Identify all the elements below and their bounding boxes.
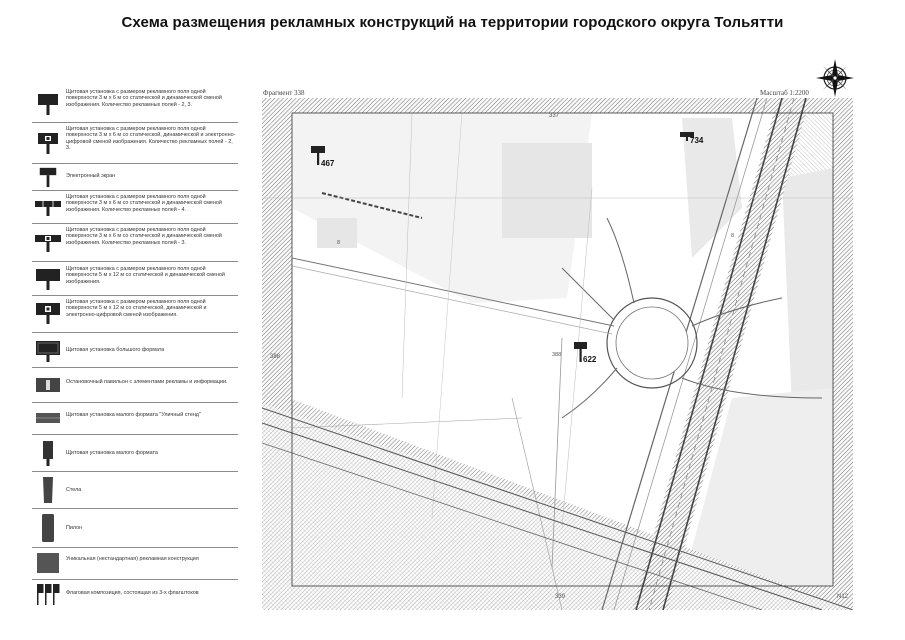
legend-label: Щитовая установка большого формата — [66, 347, 165, 353]
billboard-large-digital-icon — [36, 303, 60, 324]
legend-label: Щитовая установка с размером рекламного … — [66, 126, 236, 151]
zone-area — [682, 118, 742, 258]
edge-label-left: 388 — [270, 354, 281, 360]
legend-item: Щитовая установка с размером рекламного … — [32, 262, 238, 296]
highway — [632, 98, 810, 610]
electronic-screen-icon — [39, 167, 57, 188]
pylon-icon — [42, 514, 54, 542]
billboard-quad-digital-icon — [35, 235, 61, 252]
legend-item: Щитовая установка с размером рекламного … — [32, 224, 238, 262]
marker-number: 467 — [321, 159, 335, 168]
legend-label: Щитовая установка с размером рекламного … — [66, 194, 222, 213]
ad-marker-734[interactable]: 734 — [680, 132, 704, 145]
map-canvas[interactable]: 337 388 339 N12 8 8 388 467 734 622 — [262, 98, 853, 610]
map-drawing: 337 388 339 N12 8 8 388 467 734 622 — [262, 98, 853, 610]
legend-label: Щитовая установка с размером рекламного … — [66, 266, 225, 285]
zone-area — [782, 168, 833, 408]
edge-label-right: N12 — [837, 594, 849, 600]
large-format-icon — [36, 341, 60, 362]
legend-label: Остановочный павильон с элементами рекла… — [66, 379, 228, 385]
page-title: Схема размещения рекламных конструкций н… — [121, 14, 784, 31]
parcel-label: 388 — [552, 352, 561, 358]
legend-label: Щитовая установка с размером рекламного … — [66, 299, 207, 318]
legend-item: Пилон — [32, 509, 238, 548]
legend-label: Уникальная (нестандартная) рекламная кон… — [66, 556, 199, 562]
ad-marker-467[interactable]: 467 — [311, 146, 335, 168]
parcel-label: 8 — [731, 233, 734, 239]
scale-label: Масштаб 1:2200 — [760, 89, 809, 97]
legend-item: Флаговая композиция, состоящая из 3-х фл… — [32, 580, 238, 608]
fragment-frame — [291, 112, 834, 587]
bus-stop-pavilion-icon — [36, 378, 60, 392]
legend-label: Пилон — [66, 525, 83, 531]
edge-label-bottom: 339 — [555, 594, 566, 600]
billboard-large-icon — [36, 269, 60, 290]
compass-rose-icon — [816, 59, 854, 97]
legend-label: Щитовая установка малого формата — [66, 450, 158, 456]
edge-label-top: 337 — [549, 113, 560, 119]
zone-area — [682, 388, 833, 586]
legend-item: Стела — [32, 472, 238, 509]
legend-item: Электронный экран — [32, 164, 238, 191]
marker-number: 622 — [583, 355, 597, 364]
billboard-quad-icon — [35, 201, 61, 216]
legend-label: Флаговая композиция, состоящая из 3-х фл… — [66, 590, 199, 596]
unique-construction-icon — [37, 553, 59, 573]
legend-label: Щитовая установка малого формата "Уличны… — [66, 412, 201, 418]
legend-item: Щитовая установка с размером рекламного … — [32, 191, 238, 224]
legend-label: Электронный экран — [66, 173, 116, 179]
legend-item: Щитовая установка малого формата — [32, 435, 238, 472]
legend-item: Щитовая установка с размером рекламного … — [32, 86, 238, 123]
legend-item: Щитовая установка малого формата "Уличны… — [32, 403, 238, 435]
roundabout — [606, 297, 698, 389]
small-format-icon — [43, 441, 53, 466]
legend-item: Щитовая установка с размером рекламного … — [32, 123, 238, 164]
marker-number: 734 — [690, 136, 704, 145]
building-block — [317, 218, 357, 248]
legend-label: Стела — [66, 487, 82, 493]
legend-item: Остановочный павильон с элементами рекла… — [32, 368, 238, 403]
stele-icon — [43, 477, 53, 503]
legend-label: Щитовая установка с размером рекламного … — [66, 89, 222, 108]
billboard-double-digital-icon — [38, 133, 58, 154]
legend-label: Щитовая установка с размером рекламного … — [66, 227, 222, 246]
building-block — [502, 143, 592, 238]
legend-item: Уникальная (нестандартная) рекламная кон… — [32, 548, 238, 580]
billboard-double-icon — [38, 94, 58, 115]
flag-composition-icon — [37, 584, 60, 605]
parcel-label: 8 — [337, 240, 340, 246]
city-stand-icon — [36, 413, 60, 423]
ad-marker-622[interactable]: 622 — [574, 342, 597, 364]
fragment-label: Фрагмент 338 — [263, 89, 305, 97]
legend-item: Щитовая установка с размером рекламного … — [32, 296, 238, 333]
legend-item: Щитовая установка большого формата — [32, 333, 238, 368]
